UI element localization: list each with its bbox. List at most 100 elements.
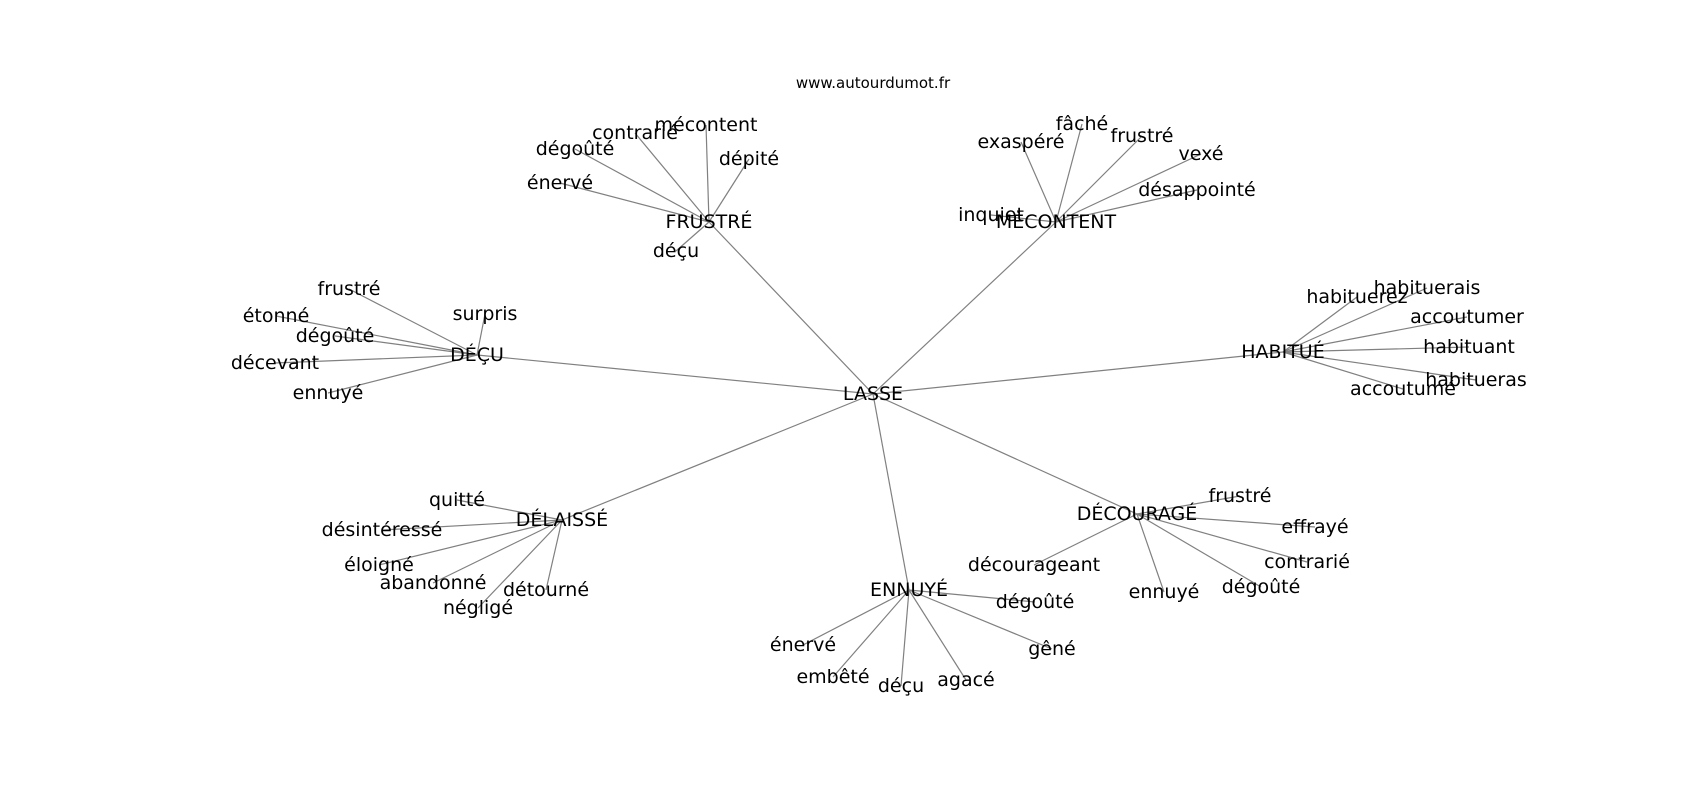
edge-decourage-contrarie	[1136, 513, 1308, 563]
edge-frustre-depite	[708, 158, 750, 223]
word-node-decu-surpris: surpris	[453, 303, 518, 325]
word-node-ennuye-degoute: dégoûté	[996, 591, 1075, 613]
edge-root-delaisse	[561, 393, 874, 521]
edge-ennuye-agace	[908, 589, 967, 681]
edge-mecontent-fache	[1055, 123, 1083, 223]
edge-habitue-habitueras	[1282, 351, 1477, 381]
edge-frustre-decu	[675, 221, 710, 252]
edge-root-mecontent	[872, 221, 1057, 395]
edge-delaisse-abandonne	[432, 519, 563, 584]
edge-mecontent-desappointe	[1055, 189, 1198, 223]
word-node-mecontent-fache: fâché	[1056, 113, 1109, 135]
edge-frustre-contrarie	[634, 132, 710, 223]
edge-delaisse-desinteresse	[381, 519, 563, 531]
edge-mecontent-vexe	[1055, 153, 1202, 223]
edge-habitue-accoutume	[1282, 351, 1404, 390]
edge-habitue-habituerez	[1282, 296, 1358, 353]
edge-frustre-enerve	[559, 182, 710, 223]
word-node-mecontent-exaspere: exaspéré	[978, 131, 1065, 153]
word-node-decourage-contrarie: contrarié	[1264, 551, 1350, 573]
group-node-ennuye: ENNUYÉ	[870, 578, 948, 601]
edge-mecontent-inquiet	[990, 214, 1057, 223]
word-node-decourage-effraye: effrayé	[1281, 516, 1348, 538]
word-node-delaisse-eloigne: éloigné	[344, 554, 414, 576]
word-node-delaisse-neglige: négligé	[443, 597, 513, 619]
word-node-habitue-habituerez: habituerez	[1306, 286, 1407, 308]
word-node-frustre-enerve: énervé	[527, 172, 593, 194]
word-node-decu-etonne: étonné	[243, 305, 310, 327]
word-node-decourage-decourageant: décourageant	[968, 554, 1100, 576]
edge-delaisse-detourne	[545, 519, 563, 591]
edge-decu-degoute	[334, 335, 478, 356]
word-node-frustre-contrarie: contrarié	[592, 122, 678, 144]
edge-habitue-habituerais	[1282, 287, 1428, 353]
word-node-decu-frustre: frustré	[318, 278, 381, 300]
word-node-habitue-habituerais: habituerais	[1374, 277, 1481, 299]
group-node-frustre: FRUSTRÉ	[666, 210, 753, 233]
edge-decu-decevant	[274, 354, 478, 364]
group-node-habitue: HABITUÉ	[1241, 340, 1324, 363]
edge-ennuye-gene	[908, 589, 1053, 650]
word-node-habitue-habitueras: habitueras	[1425, 369, 1527, 391]
root-node-label: LASSE	[843, 383, 903, 405]
word-node-decu-degoute: dégoûté	[296, 325, 375, 347]
edge-decourage-ennuye	[1136, 513, 1165, 593]
word-node-habitue-accoutume: accoutumé	[1350, 378, 1456, 400]
group-node-delaisse: DÉLAISSÉ	[516, 508, 608, 531]
edge-decu-ennuye	[327, 354, 478, 394]
edge-root-decu	[476, 354, 874, 395]
word-node-delaisse-abandonne: abandonné	[380, 572, 487, 594]
word-node-ennuye-agace: agacé	[937, 669, 994, 691]
graph-edges	[274, 123, 1477, 687]
edge-ennuye-enerve	[802, 589, 910, 646]
edge-frustre-degoute	[574, 148, 710, 223]
word-node-ennuye-enerve: énervé	[770, 634, 836, 656]
edge-frustre-mecontent	[705, 124, 710, 223]
edge-delaisse-quitte	[456, 499, 563, 521]
group-node-decu: DÉÇU	[450, 343, 504, 366]
word-node-decourage-frustre: frustré	[1209, 485, 1272, 507]
edge-root-frustre	[708, 221, 874, 395]
word-node-mecontent-vexe: vexé	[1179, 143, 1224, 165]
word-node-frustre-degoute: dégoûté	[536, 138, 615, 160]
edge-decu-surpris	[476, 313, 486, 356]
word-node-delaisse-quitte: quitté	[429, 489, 485, 511]
word-node-decu-decevant: décevant	[231, 352, 319, 374]
edge-decourage-decourageant	[1033, 513, 1138, 566]
word-node-decourage-degoute: dégoûté	[1222, 576, 1301, 598]
word-node-frustre-decu: déçu	[653, 240, 699, 262]
word-node-decourage-ennuye: ennuyé	[1129, 581, 1200, 603]
word-node-ennuye-decu: déçu	[878, 675, 924, 697]
word-node-ennuye-gene: gêné	[1028, 638, 1075, 660]
word-node-decu-ennuye: ennuyé	[293, 382, 364, 404]
edge-decu-frustre	[348, 288, 478, 356]
edge-root-habitue	[872, 351, 1284, 395]
edge-delaisse-eloigne	[378, 519, 563, 566]
edge-root-ennuye	[872, 393, 910, 591]
edge-decu-etonne	[275, 315, 478, 356]
word-node-ennuye-embete: embêté	[796, 666, 869, 688]
edge-decourage-effraye	[1136, 513, 1316, 528]
edge-mecontent-frustre	[1055, 135, 1143, 223]
edge-ennuye-degoute	[908, 589, 1036, 603]
edge-decourage-frustre	[1136, 495, 1241, 515]
word-node-delaisse-desinteresse: désintéressé	[322, 519, 443, 541]
word-node-frustre-mecontent: mécontent	[655, 114, 758, 136]
group-node-mecontent: MÉCONTENT	[996, 210, 1117, 233]
edge-root-decourage	[872, 393, 1138, 515]
word-node-mecontent-frustre: frustré	[1111, 125, 1174, 147]
edge-ennuye-decu	[900, 589, 910, 687]
word-node-mecontent-inquiet: inquiet	[958, 204, 1024, 226]
edge-habitue-accoutumer	[1282, 316, 1468, 353]
word-node-mecontent-desappointe: désappointé	[1138, 179, 1256, 201]
edge-decourage-degoute	[1136, 513, 1262, 588]
word-node-frustre-depite: dépité	[719, 148, 779, 170]
word-node-delaisse-detourne: détourné	[503, 579, 589, 601]
site-url: www.autourdumot.fr	[796, 74, 951, 92]
word-node-habitue-habituant: habituant	[1423, 336, 1515, 358]
group-node-decourage: DÉCOURAGÉ	[1077, 502, 1198, 525]
edge-delaisse-neglige	[477, 519, 563, 609]
edge-ennuye-embete	[832, 589, 910, 678]
